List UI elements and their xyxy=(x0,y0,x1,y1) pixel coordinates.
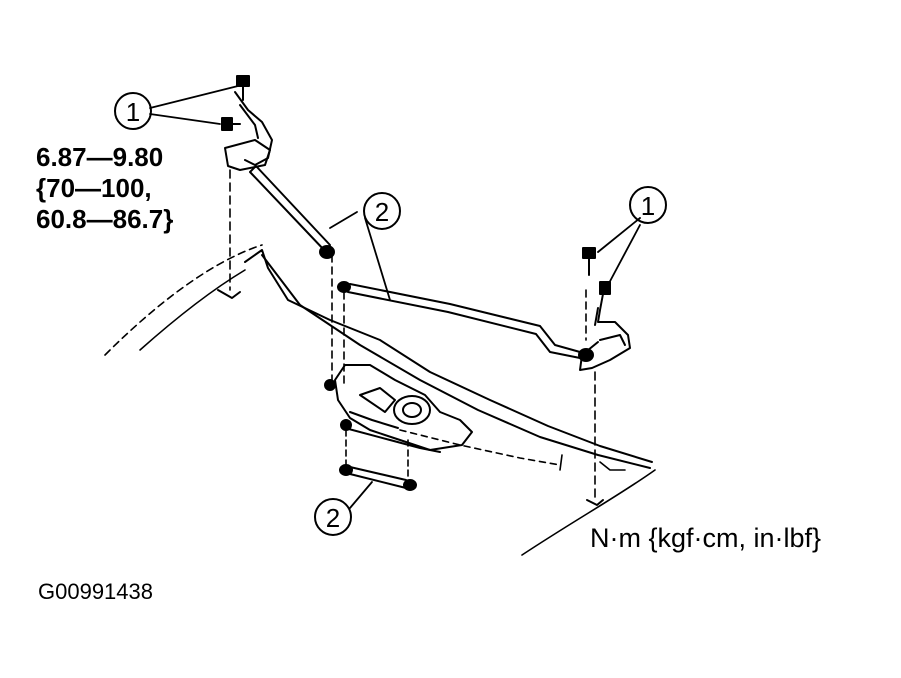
torque-spec-line3: 60.8—86.7} xyxy=(36,204,174,234)
units-label: N·m {kgf·cm, in·lbf} xyxy=(590,523,822,553)
linkage-rod xyxy=(331,254,581,386)
callout-leaders xyxy=(149,85,641,509)
left-pivot xyxy=(217,75,335,299)
cowl-panel xyxy=(104,244,656,556)
callout-circle-2-lower xyxy=(314,498,352,536)
callout-circle-1-right xyxy=(629,186,667,224)
wiper-motor xyxy=(324,364,473,453)
torque-spec-line2: {70—100, xyxy=(36,173,152,203)
callout-number: 2 xyxy=(326,503,340,533)
torque-spec-line1: 6.87—9.80 xyxy=(36,142,164,172)
callout-number: 2 xyxy=(375,197,389,227)
callout-number: 1 xyxy=(126,97,140,127)
figure-code: G00991438 xyxy=(38,579,153,604)
right-pivot xyxy=(578,247,631,506)
callout-circle-2-upper xyxy=(363,192,401,230)
callout-number: 1 xyxy=(641,191,655,221)
short-link xyxy=(339,429,417,491)
callout-circle-1-left xyxy=(114,92,152,130)
